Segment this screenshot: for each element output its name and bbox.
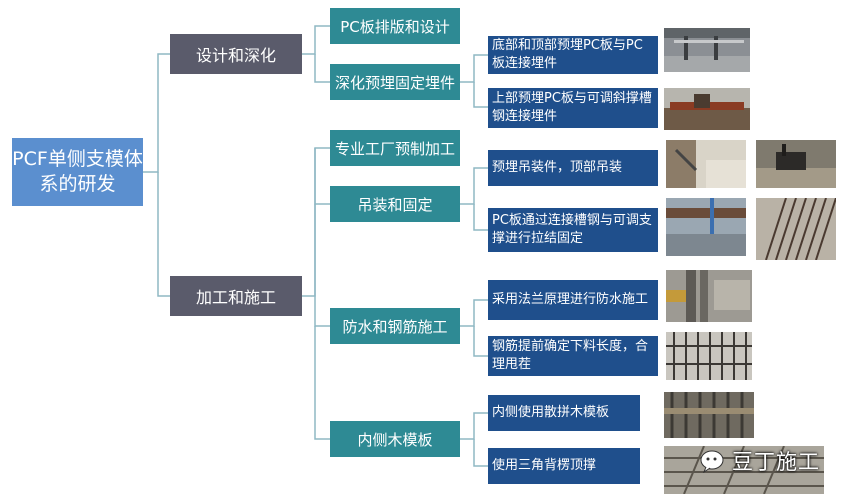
node-factory: 专业工厂预制加工 [330, 130, 460, 166]
root-node: PCF单侧支模体 系的研发 [12, 138, 143, 206]
watermark: 豆丁施工 [700, 446, 820, 476]
photo-wood-formwork [664, 392, 754, 438]
photo-rebar-wall [756, 198, 836, 260]
node-design: 设计和深化 [170, 34, 302, 74]
leaf-hoist-a: 预埋吊装件，顶部吊装 [488, 150, 658, 186]
leaf-form-a: 内侧使用散拼木模板 [488, 395, 640, 431]
leaf-water-b: 钢筋提前确定下料长度，合理甩茬 [488, 336, 658, 376]
photo-hoist-top [756, 140, 836, 188]
photo-hoist-panel [666, 140, 746, 188]
chat-bubble-icon [700, 450, 724, 473]
node-construction: 加工和施工 [170, 276, 302, 316]
photo-embed-steel [664, 28, 750, 72]
root-title-line1: PCF单侧支模体 [12, 148, 143, 170]
leaf-water-a: 采用法兰原理进行防水施工 [488, 280, 658, 320]
photo-embed-plate [664, 88, 750, 130]
photo-bracing [666, 198, 746, 256]
leaf-form-b: 使用三角背楞顶撑 [488, 448, 640, 484]
watermark-text: 豆丁施工 [732, 450, 820, 474]
photo-flange [666, 270, 752, 322]
node-hoist: 吊装和固定 [330, 186, 460, 222]
root-title-line2: 系的研发 [39, 173, 116, 195]
leaf-hoist-b: PC板通过连接槽钢与可调支撑进行拉结固定 [488, 208, 658, 252]
photo-triangle-brace [664, 446, 824, 494]
node-pc-layout: PC板排版和设计 [330, 8, 460, 44]
node-embed: 深化预埋固定埋件 [330, 64, 460, 100]
photo-rebar-cut [666, 332, 752, 380]
node-waterproof: 防水和钢筋施工 [330, 308, 460, 344]
leaf-embed-b: 上部预埋PC板与可调斜撑槽钢连接埋件 [488, 88, 658, 128]
node-formwork: 内侧木模板 [330, 421, 460, 457]
leaf-embed-a: 底部和顶部预埋PC板与PC板连接埋件 [488, 36, 658, 74]
